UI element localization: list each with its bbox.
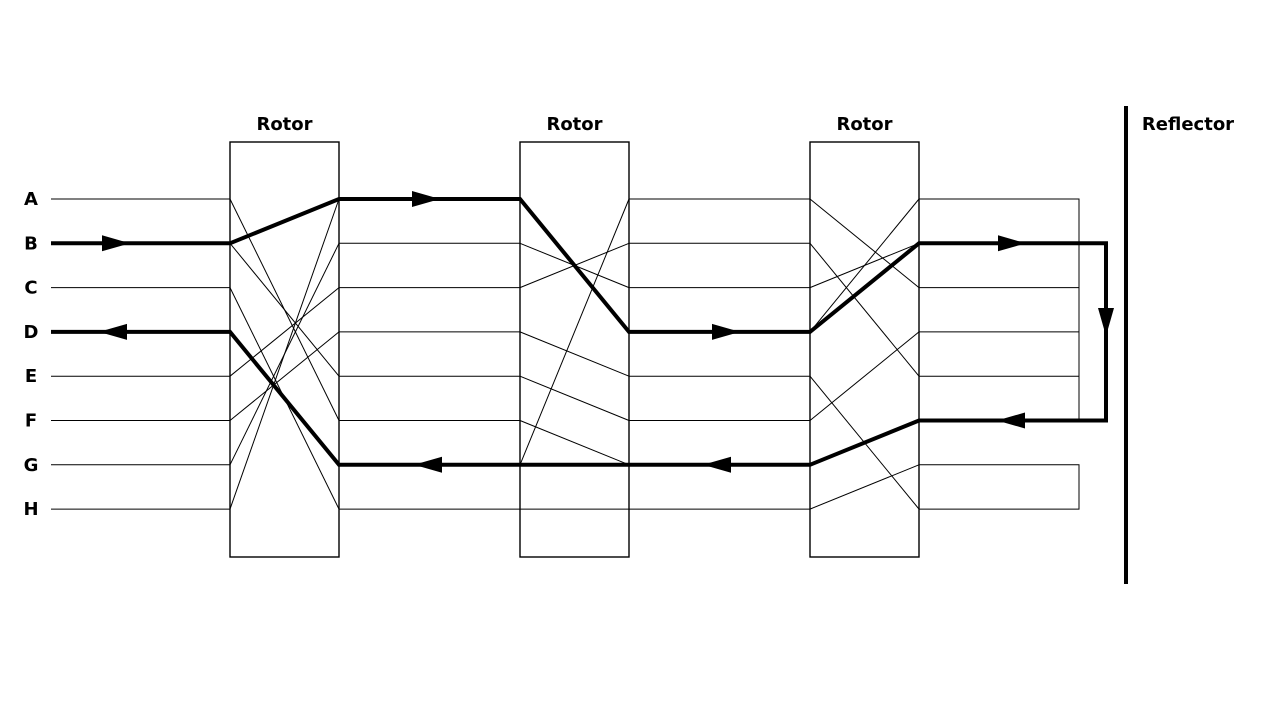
rotor-wire bbox=[809, 198, 920, 288]
letter-label-e: E bbox=[25, 366, 37, 387]
rotor-box-3 bbox=[809, 141, 920, 558]
rotor-wire bbox=[809, 331, 920, 421]
rotor-box-2 bbox=[519, 141, 630, 558]
rotor-wire bbox=[229, 331, 340, 421]
letter-label-d: D bbox=[24, 322, 39, 343]
arrow-return bbox=[703, 456, 731, 473]
arrow-forward bbox=[712, 323, 740, 340]
arrow-forward bbox=[412, 191, 440, 207]
reflector-loop bbox=[919, 464, 1080, 510]
rotor-boxes: Rotor Rotor Rotor bbox=[229, 114, 920, 558]
letter-labels: A B C D E F G H bbox=[23, 189, 38, 520]
rotor-wire bbox=[809, 198, 920, 333]
letter-label-h: H bbox=[23, 499, 38, 520]
rotor-wire bbox=[229, 242, 340, 377]
arrow-return bbox=[997, 412, 1025, 429]
rotor-wire bbox=[519, 198, 630, 465]
letter-label-c: C bbox=[24, 278, 37, 299]
reflector-label: Reflector bbox=[1142, 114, 1234, 135]
rotor-label-2: Rotor bbox=[546, 114, 602, 135]
rotor-wire bbox=[519, 420, 630, 466]
rotor-label-1: Rotor bbox=[256, 114, 312, 135]
rotor-wire bbox=[809, 242, 920, 377]
letter-label-f: F bbox=[25, 411, 37, 432]
rotor-wire bbox=[519, 375, 630, 421]
letter-label-a: A bbox=[24, 189, 38, 210]
letter-label-g: G bbox=[24, 455, 39, 476]
arrow-return bbox=[414, 456, 442, 473]
arrow-forward bbox=[998, 235, 1026, 252]
rotor-wire bbox=[809, 464, 920, 510]
rotor-wire bbox=[229, 287, 340, 377]
rotor-wire bbox=[229, 198, 340, 510]
arrow-reflect bbox=[1098, 308, 1114, 336]
arrow-input bbox=[102, 235, 130, 252]
rotor-wire bbox=[519, 331, 630, 377]
rotor-label-3: Rotor bbox=[836, 114, 892, 135]
rotor-box-1 bbox=[229, 141, 340, 558]
reflector: Reflector bbox=[1124, 106, 1234, 584]
rotor-wiring-layer bbox=[51, 198, 1080, 510]
arrow-output bbox=[99, 323, 127, 340]
reflector-loop bbox=[919, 331, 1080, 377]
signal-path bbox=[51, 191, 1114, 473]
letter-label-b: B bbox=[24, 233, 38, 254]
